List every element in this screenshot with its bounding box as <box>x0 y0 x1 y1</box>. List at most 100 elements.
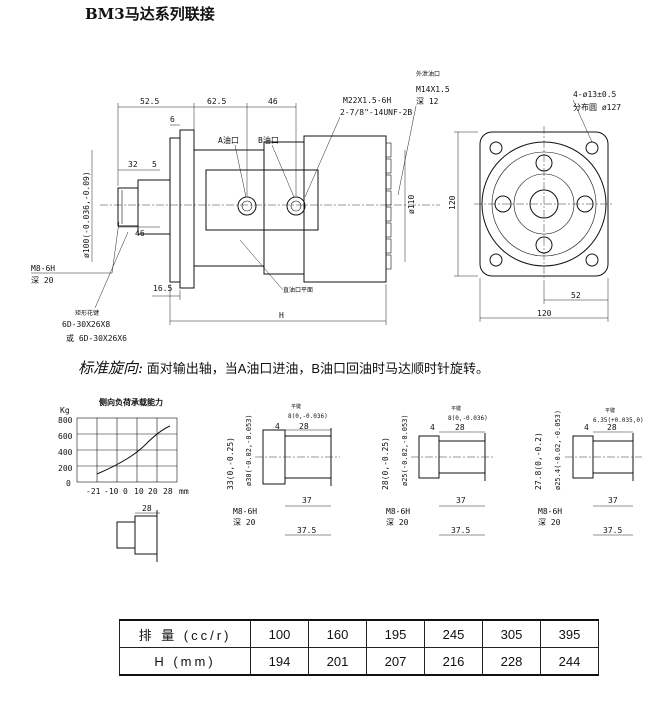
spline-spec-2: 或 6D-30X26X6 <box>66 333 127 343</box>
xtick-neg21: -21 <box>86 487 101 496</box>
dim-525: 52.5 <box>140 97 159 106</box>
spline-label: 矩形花键 <box>75 309 99 317</box>
table-cell: 244 <box>540 647 599 676</box>
port-a-circle <box>237 196 257 216</box>
side-load-chart: 侧向负荷承载能力 Kg 800 600 400 200 0 -21 -10 0 … <box>58 397 189 562</box>
table-row: H (mm) 194 201 207 216 228 244 <box>119 647 599 676</box>
shaft1-inner: ø30(-0.02,-0.053) <box>245 414 253 486</box>
shaft2-inner: ø25(-0.02,-0.053) <box>401 414 409 486</box>
shaft-1: 28 4 平键 8(0,-0.036) 33(0,-0.25) ø30(-0.0… <box>226 403 340 536</box>
table-cell: 160 <box>308 619 367 648</box>
holes-pcd: 分布圆 ø127 <box>573 102 621 112</box>
shaft2-28: 28 <box>455 423 465 432</box>
shaft2-key: 8(0,-0.036) <box>448 415 488 422</box>
shaft1-key: 8(0,-0.036) <box>288 413 328 420</box>
dim-6: 6 <box>170 115 175 124</box>
shaft2-key-label: 平键 <box>451 405 461 412</box>
dim-H: H <box>279 311 284 320</box>
dim-52: 52 <box>571 291 581 300</box>
shaft1-dia: 33(0,-0.25) <box>226 437 235 490</box>
shaft3-thread: M8-6H <box>538 507 562 516</box>
spline-spec-1: 6D-30X26X8 <box>62 320 110 329</box>
xtick-0: 0 <box>123 487 128 496</box>
xtick-28: 28 <box>163 487 173 496</box>
shaft3-dia: 27.8(0,-0.2) <box>534 432 543 490</box>
h-label: H (mm) <box>119 647 251 676</box>
port-a-label: A油口 <box>218 135 239 145</box>
ytick-400: 400 <box>58 448 73 457</box>
xtick-10: 10 <box>134 487 144 496</box>
bolt-heads <box>385 142 392 270</box>
dim-165: 16.5 <box>153 284 172 293</box>
table-cell: 305 <box>482 619 541 648</box>
table-cell: 245 <box>424 619 483 648</box>
drain-label: 外泄油口 <box>416 70 440 78</box>
dim-32: 32 <box>128 160 138 169</box>
shaft1-28: 28 <box>299 422 309 431</box>
dim-5: 5 <box>152 160 157 169</box>
dim-46-top: 46 <box>268 97 278 106</box>
table-cell: 395 <box>540 619 599 648</box>
shaft3-28: 28 <box>607 423 617 432</box>
shaft2-37: 37 <box>456 496 466 505</box>
shaft3-depth: 深 20 <box>538 518 561 527</box>
motor-side-view: 52.5 62.5 46 6 32 5 46 ø100(-0.036,-0.09… <box>31 70 450 343</box>
shaft2-depth: 深 20 <box>386 518 409 527</box>
shaft3-inner: ø25.4(-0.02,-0.053) <box>554 410 562 490</box>
dim-120-vertical: 120 <box>448 195 457 210</box>
page-title: BM3马达系列联接 <box>85 5 215 23</box>
holes-label: 4-ø13±0.5 <box>573 90 617 99</box>
table-cell: 195 <box>366 619 425 648</box>
table-cell: 228 <box>482 647 541 676</box>
shaft3-375: 37.5 <box>603 526 622 535</box>
key-28: 28 <box>142 504 152 513</box>
xtick-neg10: -10 <box>104 487 119 496</box>
plane-label: 直油口平面 <box>283 286 313 294</box>
shaft-diameter: ø100(-0.036,-0.09) <box>82 171 91 258</box>
shaft1-37: 37 <box>302 496 312 505</box>
dim-46-shaft: 46 <box>135 229 145 238</box>
shaft-2: 28 4 平键 8(0,-0.036) 28(0,-0.25) ø25(-0.0… <box>381 405 494 536</box>
load-curve <box>96 425 171 475</box>
ytick-0: 0 <box>66 479 71 488</box>
port-b-circle <box>286 196 306 216</box>
motor-front-view: 4-ø13±0.5 分布圆 ø127 120 52 120 <box>448 90 621 322</box>
table-cell: 194 <box>250 647 309 676</box>
dia-110: ø110 <box>407 195 416 214</box>
shaft3-key: 6.35(+0.035,0) <box>593 417 644 424</box>
ytick-600: 600 <box>58 432 73 441</box>
table-row: 排 量 (cc/r) 100 160 195 245 305 395 <box>119 619 599 648</box>
chart-ylabel: Kg <box>60 406 70 415</box>
shaft3-key-label: 平键 <box>605 407 615 414</box>
port-spec-2: 2-7/8"-14UNF-2B <box>340 108 412 117</box>
shaft1-depth: 深 20 <box>233 518 256 527</box>
dim-120-horizontal: 120 <box>537 309 552 318</box>
table-cell: 201 <box>308 647 367 676</box>
drain-spec-2: 深 12 <box>416 97 439 106</box>
xlabel-unit: mm <box>179 487 189 496</box>
port-spec-1: M22X1.5-6H <box>343 96 391 105</box>
drain-spec-1: M14X1.5 <box>416 85 450 94</box>
shaft1-thread: M8-6H <box>233 507 257 516</box>
thread-label: M8-6H <box>31 264 55 273</box>
shaft2-375: 37.5 <box>451 526 470 535</box>
rotation-note-label: 标准旋向: <box>78 359 144 377</box>
chart-title: 侧向负荷承载能力 <box>99 397 163 407</box>
shaft1-key-label: 平键 <box>291 403 301 410</box>
shaft1-4: 4 <box>275 422 280 431</box>
displacement-label: 排 量 (cc/r) <box>119 619 251 648</box>
thread-depth: 深 20 <box>31 276 54 285</box>
table-cell: 216 <box>424 647 483 676</box>
rotation-note-text: 面对输出轴，当A油口进油，B油口回油时马达顺时针旋转。 <box>146 361 490 376</box>
ytick-200: 200 <box>58 464 73 473</box>
dim-625: 62.5 <box>207 97 226 106</box>
shaft1-375: 37.5 <box>297 526 316 535</box>
xtick-20: 20 <box>148 487 158 496</box>
ytick-800: 800 <box>58 416 73 425</box>
shaft2-dia: 28(0,-0.25) <box>381 437 390 490</box>
shaft2-4: 4 <box>430 423 435 432</box>
table-cell: 207 <box>366 647 425 676</box>
port-b-label: B油口 <box>258 135 279 145</box>
spec-table: 排 量 (cc/r) 100 160 195 245 305 395 H (mm… <box>119 619 599 676</box>
